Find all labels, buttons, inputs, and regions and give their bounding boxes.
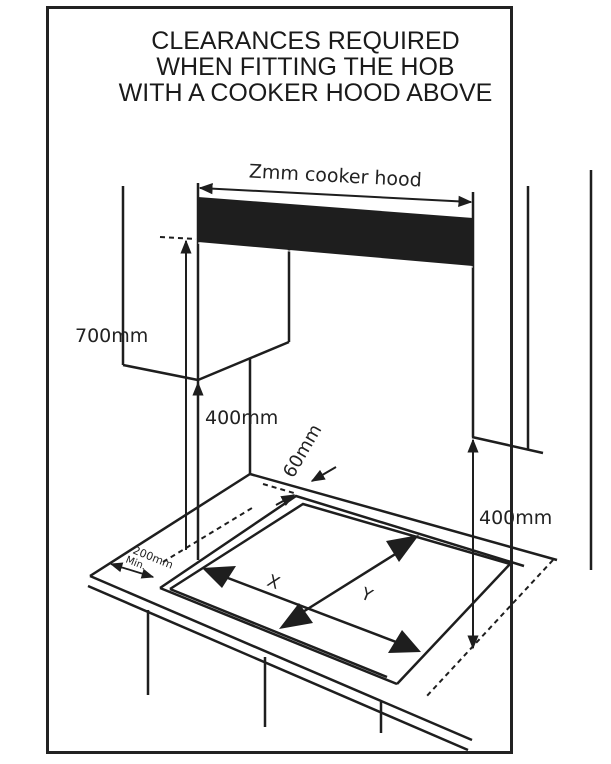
hob-y-dimension (279, 535, 419, 629)
cooker-hood (198, 197, 473, 266)
hood-width-dimension (198, 183, 473, 207)
x-arrowhead-right (388, 630, 421, 653)
base-cabinet-legs (146, 610, 383, 733)
side-gap-dimension (109, 562, 155, 579)
hob-x-dimension (202, 566, 421, 653)
height-400-right-label: 400mm (479, 507, 552, 529)
rear-gap-arrow-bottom (275, 494, 296, 507)
rear-gap-arrow-top (310, 466, 337, 482)
countertop (87, 472, 558, 752)
x-arrowhead-left (202, 566, 236, 588)
hood-highlight (197, 242, 474, 268)
y-arrowhead-top (386, 535, 419, 562)
height-400-left-label: 400mm (205, 407, 278, 429)
rear-gap-label: 60mm (279, 421, 326, 482)
height-700-label: 700mm (75, 325, 148, 347)
title-line-1: CLEARANCES REQUIRED (151, 27, 460, 55)
y-arrowhead-bottom (279, 603, 313, 629)
title-line-3: WITH A COOKER HOOD ABOVE (118, 79, 493, 107)
hood-bottom-reference-dashed (159, 236, 197, 240)
diagram-frame (46, 6, 513, 754)
right-clearance-dashed (424, 559, 554, 699)
left-wall-cabinet (121, 186, 291, 474)
title-line-2: WHEN FITTING THE HOB (156, 53, 455, 81)
hob-x-label: X (264, 571, 283, 594)
hob-outline (159, 494, 525, 686)
right-wall-cabinet (471, 170, 593, 570)
hood-width-label: Zmm cooker hood (248, 160, 422, 191)
diagram-title: CLEARANCES REQUIRED WHEN FITTING THE HOB… (0, 28, 611, 106)
hob-y-label: Y (357, 584, 376, 607)
